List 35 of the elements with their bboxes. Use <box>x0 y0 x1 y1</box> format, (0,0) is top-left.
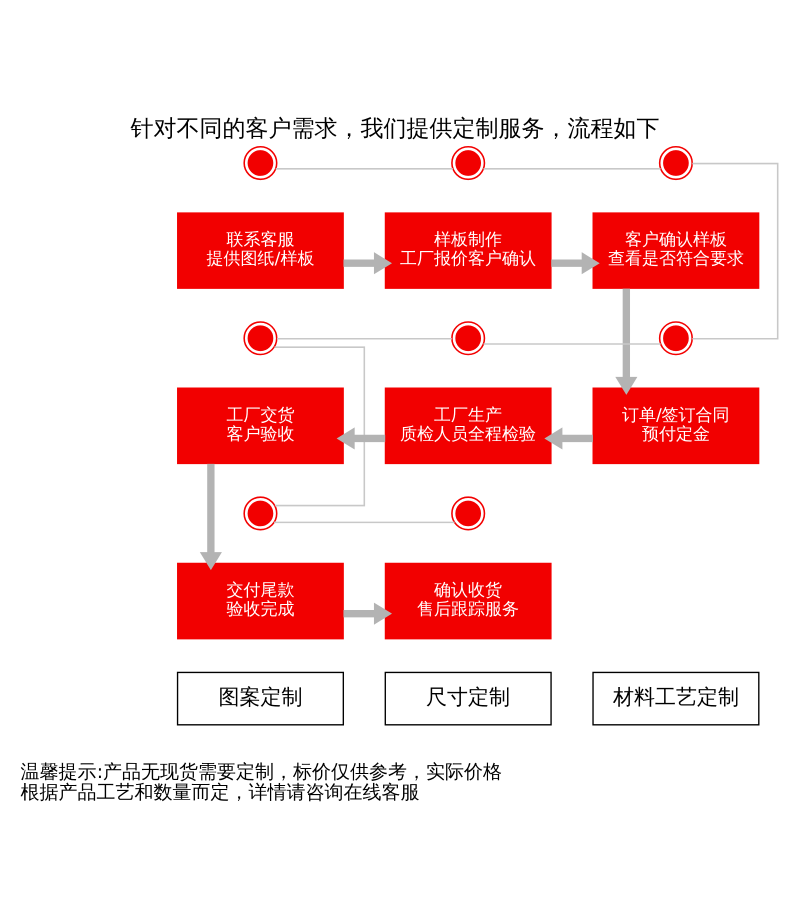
node-box: 订单/签订合同 预付定金 <box>592 387 760 464</box>
connector <box>692 162 778 340</box>
node-box: 交付尾款 验收完成 <box>177 562 344 639</box>
node-circle <box>658 145 693 180</box>
arrow <box>544 426 593 449</box>
arrow <box>343 602 392 624</box>
label: 温馨提示:产品无现货需要定制，标价仅供参考，实际价格根据产品工艺和数量而定，详情请咨询在线客服 <box>20 760 502 804</box>
arrow <box>200 463 222 570</box>
node-circle <box>243 145 278 180</box>
connector <box>276 168 453 170</box>
node-circle <box>658 320 693 355</box>
arrow <box>551 252 600 274</box>
node-box: 工厂生产 质检人员全程检验 <box>384 387 552 464</box>
node-box: 样板制作 工厂报价客户确认 <box>384 212 552 288</box>
node-circle <box>451 145 486 180</box>
diagram-title: 针对不同的客户需求，我们提供定制服务，流程如下 <box>130 115 660 142</box>
node-box: 确认收货 售后跟踪服务 <box>384 562 552 639</box>
node-box: 联系客服 提供图纸/样板 <box>177 212 344 288</box>
connector <box>483 168 661 170</box>
connector <box>274 346 366 506</box>
node-circle <box>243 320 278 355</box>
arrow <box>336 426 386 449</box>
node-circle <box>451 320 486 355</box>
node-box: 工厂交货 客户验收 <box>177 387 344 464</box>
node-box: 尺寸定制 <box>384 671 552 726</box>
connector <box>274 521 454 523</box>
node-circle <box>243 496 278 530</box>
arrow <box>615 288 638 394</box>
arrow <box>343 252 392 274</box>
node-circle <box>451 496 486 530</box>
connector <box>483 342 661 344</box>
node-box: 客户确认样板 查看是否符合要求 <box>592 212 760 288</box>
node-box: 材料工艺定制 <box>592 671 760 726</box>
node-box: 图案定制 <box>176 671 344 726</box>
connector <box>276 337 452 340</box>
